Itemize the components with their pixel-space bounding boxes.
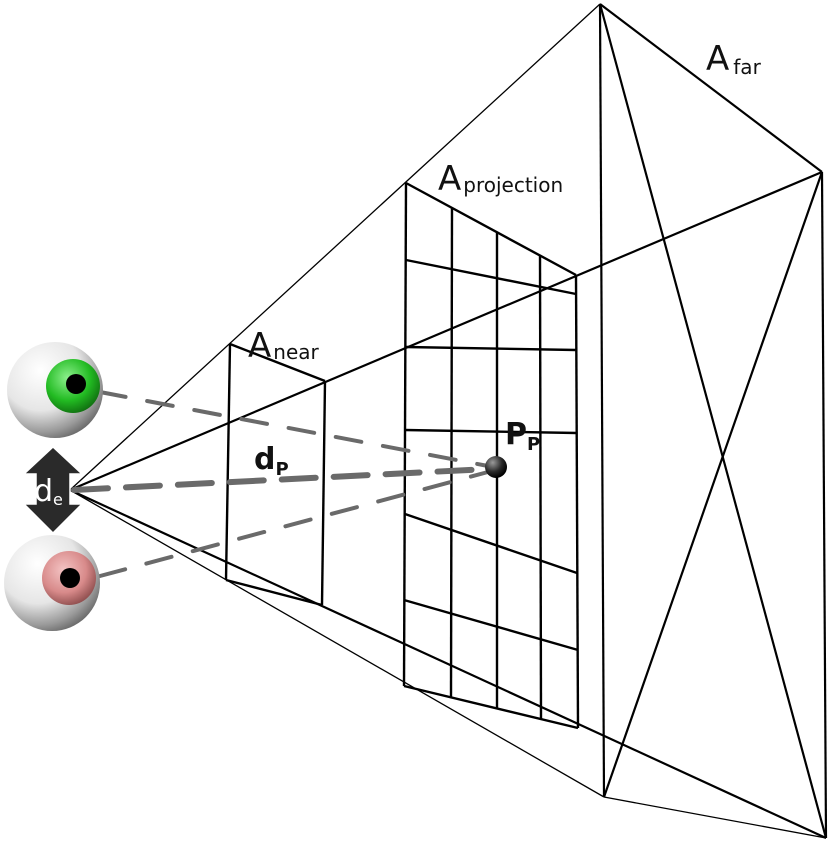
frustum-edges xyxy=(69,3,827,839)
left-eye xyxy=(7,342,103,438)
right-eye-pupil xyxy=(60,568,80,588)
left-eye-pupil xyxy=(66,374,86,394)
eye-distance-arrow xyxy=(22,445,84,535)
eye-distance-label: de xyxy=(34,474,63,509)
projection-plane xyxy=(402,181,580,730)
far-plane xyxy=(598,3,828,839)
projection-point-label: PP xyxy=(505,417,540,455)
projection-point xyxy=(485,456,507,478)
projection-distance-label: dP xyxy=(254,442,289,480)
sight-rays xyxy=(71,390,491,578)
near-plane xyxy=(224,342,327,607)
right-eye xyxy=(4,535,100,631)
